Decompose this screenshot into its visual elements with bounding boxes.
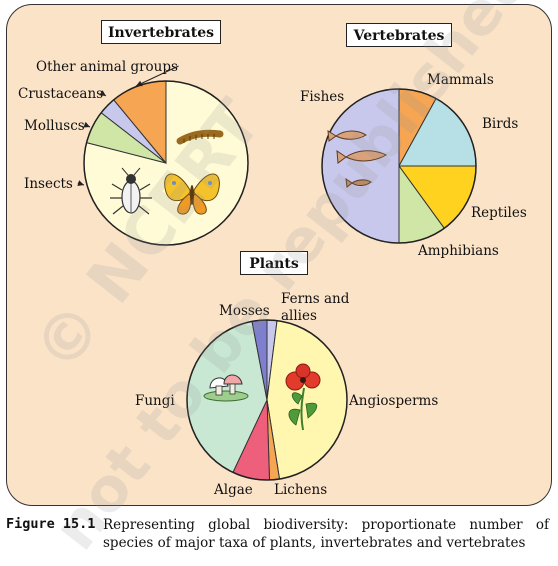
pie-outline [83, 80, 249, 246]
slice-label-birds: Birds [482, 116, 518, 132]
arrowhead [83, 121, 90, 128]
slice-label-angiosperms: Angiosperms [348, 393, 438, 409]
invertebrates-title: Invertebrates [101, 20, 221, 44]
pie-outline [186, 319, 348, 481]
plants-title: Plants [240, 251, 308, 275]
fish-illustrations [327, 130, 388, 188]
arrowhead [136, 80, 143, 87]
slice-label-molluscs: Molluscs [24, 118, 85, 134]
slice-label-algae: Algae [213, 482, 253, 498]
mushroom-illustration [203, 374, 249, 402]
slice-label-fungi: Fungi [135, 393, 175, 409]
slice-label-mosses: Mosses [219, 303, 270, 319]
pie-slice-fishes [321, 88, 400, 244]
pie-outline [321, 88, 477, 244]
slice-label-mammals: Mammals [427, 72, 494, 88]
arrowhead [99, 90, 106, 96]
slice-label-lichens: Lichens [274, 482, 327, 498]
caterpillar-illustration [176, 129, 224, 145]
beetle-illustration [110, 167, 152, 215]
figure-label: Figure 15.1 [6, 516, 96, 532]
slice-label-reptiles: Reptiles [471, 205, 527, 221]
arrowhead [77, 180, 84, 187]
vertebrates-title: Vertebrates [346, 23, 452, 47]
label-pointer-arrow [135, 65, 179, 87]
butterfly-illustration [164, 173, 220, 215]
pie-slice-angiosperms [266, 320, 348, 480]
slice-label-crustaceans: Crustaceans [18, 86, 103, 102]
slice-label-amphibians: Amphibians [417, 243, 499, 259]
slice-label-fishes: Fishes [300, 89, 344, 105]
caption-text: Representing global biodiversity: propor… [103, 517, 549, 551]
invertebrates-pie: Insects Molluscs Crustaceans Other animal g… [18, 59, 249, 246]
slice-label-other-animal-groups: Other animal groups [36, 59, 178, 75]
slice-label-insects: Insects [24, 176, 73, 192]
flower-illustration [285, 363, 321, 431]
